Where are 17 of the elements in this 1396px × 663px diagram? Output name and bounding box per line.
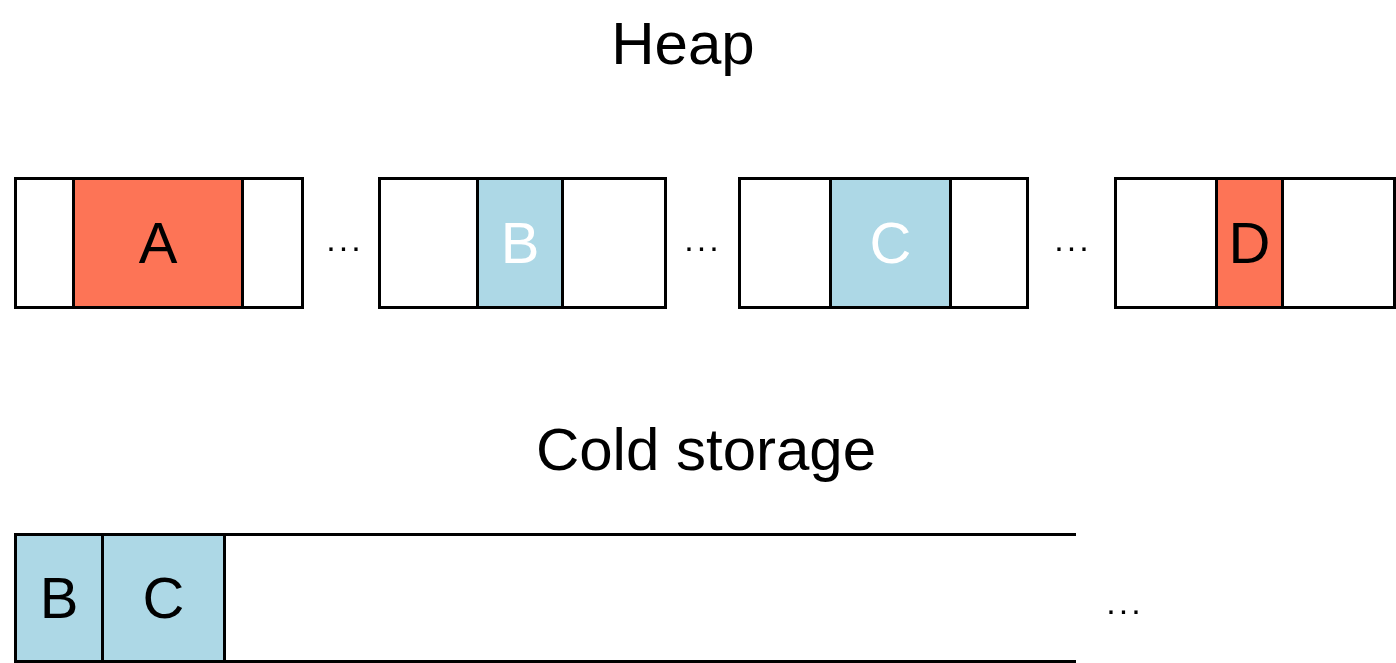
ellipsis: ... [684, 222, 722, 256]
object-cell: B [17, 536, 104, 660]
ellipsis: ... [326, 222, 364, 256]
section-heading: Cold storage [535, 420, 877, 480]
object-cell: C [104, 536, 226, 660]
memory-block [378, 177, 667, 309]
ellipsis: ... [1054, 222, 1092, 256]
memory-block [14, 177, 304, 309]
object-cell: D [1215, 180, 1284, 306]
memory-block [1114, 177, 1396, 309]
object-cell: C [829, 180, 952, 306]
ellipsis: ... [1106, 585, 1144, 619]
object-cell: A [72, 180, 244, 306]
section-heading: Heap [611, 14, 755, 74]
object-cell: B [476, 180, 564, 306]
storage-strip [14, 533, 1076, 663]
memory-block [738, 177, 1029, 309]
